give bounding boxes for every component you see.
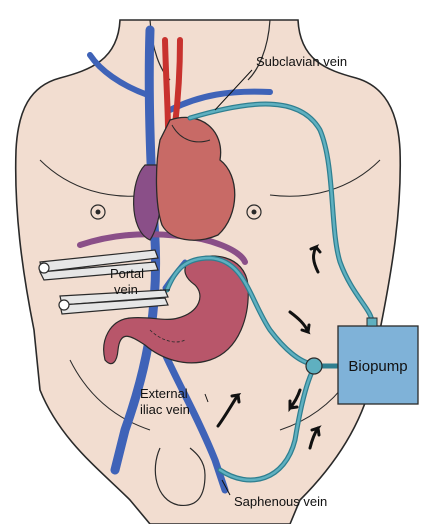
leader-line <box>221 479 231 496</box>
groin-outline <box>154 447 206 506</box>
portal-cannula-tube-inner <box>165 256 314 366</box>
clamp-icon <box>38 249 159 281</box>
pectoral-line <box>269 159 381 197</box>
hip-line <box>69 359 151 431</box>
label-external-iliac-2: iliac vein <box>140 402 190 417</box>
left-subclavian-branch <box>87 52 151 98</box>
nipple <box>246 204 262 220</box>
flow-arrow-icon <box>216 392 242 428</box>
subclavian-return-tube-inner <box>188 102 374 324</box>
biopump-outlet <box>366 317 378 327</box>
heart-vessels <box>171 124 211 143</box>
label-saphenous-vein: Saphenous vein <box>234 494 327 509</box>
stomach-fold <box>149 329 186 343</box>
flow-arrow-icon <box>288 310 311 335</box>
label-portal-vein-2: vein <box>114 282 138 297</box>
label-portal-vein-1: Portal <box>110 266 144 281</box>
flow-arrow-icon <box>309 244 322 274</box>
leader-line <box>214 69 253 111</box>
biopump-label: Biopump <box>348 358 407 375</box>
clamp-icon <box>58 289 169 315</box>
label-external-iliac-1: External <box>140 386 188 401</box>
biopump-box <box>337 325 419 405</box>
leader-line <box>204 393 209 403</box>
saphenous-cannula-tube-inner <box>218 370 314 482</box>
vena-cava <box>110 25 161 475</box>
stomach <box>103 255 249 365</box>
heart <box>155 116 236 241</box>
flow-arrow-icon <box>308 425 322 450</box>
y-connector <box>305 357 323 375</box>
neck-line <box>247 19 271 81</box>
artery <box>172 37 183 128</box>
flow-arrow-icon <box>288 388 302 413</box>
label-subclavian-vein: Subclavian vein <box>256 54 347 69</box>
artery <box>162 37 171 133</box>
nipple <box>90 204 106 220</box>
